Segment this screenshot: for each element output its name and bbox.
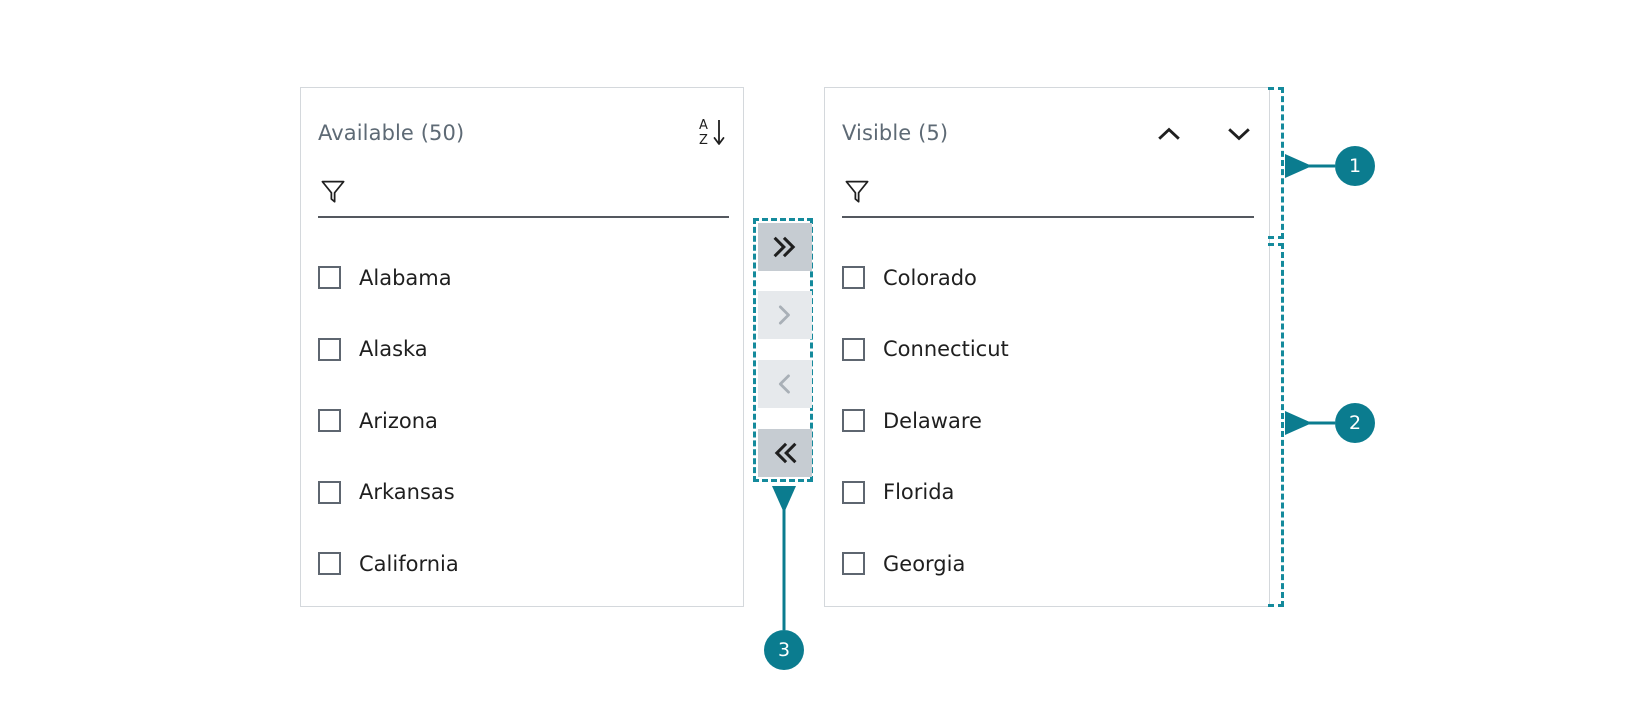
checkbox[interactable]: [842, 480, 865, 504]
list-item-label: Arkansas: [359, 480, 455, 505]
checkbox[interactable]: [318, 480, 341, 504]
list-item-label: Alabama: [359, 265, 452, 290]
list-item[interactable]: Georgia: [842, 528, 1259, 600]
list-item-label: Florida: [883, 480, 955, 505]
visible-filter-input[interactable]: [842, 174, 1254, 218]
move-all-left-button[interactable]: [758, 429, 812, 477]
list-item-label: Colorado: [883, 265, 977, 290]
checkbox[interactable]: [318, 409, 341, 433]
move-up-button[interactable]: [1149, 114, 1189, 154]
sort-az-icon: A Z: [697, 117, 729, 151]
list-item[interactable]: Florida: [842, 457, 1259, 529]
chevron-right-icon: [778, 305, 790, 325]
checkbox[interactable]: [318, 337, 341, 361]
transfer-buttons-group: [753, 218, 813, 482]
annotation-region-1: [1268, 87, 1284, 239]
checkbox[interactable]: [318, 552, 341, 576]
annotation-marker-1[interactable]: 1: [1335, 146, 1375, 186]
available-filter-row: [318, 174, 729, 222]
list-item-label: Connecticut: [883, 337, 1009, 362]
annotation-marker-3[interactable]: 3: [764, 630, 804, 670]
chevron-down-icon: [1228, 128, 1250, 141]
chevron-left-icon: [778, 374, 790, 394]
visible-panel: Visible (5): [824, 87, 1270, 607]
double-chevron-left-icon: [774, 442, 797, 464]
available-filter-input[interactable]: [318, 174, 729, 218]
list-item-label: Delaware: [883, 408, 982, 433]
list-item[interactable]: Arizona: [318, 385, 733, 457]
checkbox[interactable]: [842, 337, 865, 361]
list-item[interactable]: Connecticut: [842, 314, 1259, 386]
double-chevron-right-icon: [773, 236, 796, 258]
sort-arrow-down-icon: [713, 120, 725, 145]
visible-header-actions: [1149, 114, 1259, 154]
sort-az-button[interactable]: A Z: [693, 114, 733, 154]
available-panel-header: Available (50) A Z: [301, 88, 743, 180]
list-item-label: Georgia: [883, 551, 966, 576]
list-item[interactable]: Alaska: [318, 314, 733, 386]
visible-panel-header: Visible (5): [825, 88, 1269, 180]
checkbox[interactable]: [318, 266, 341, 290]
list-item[interactable]: Colorado: [842, 242, 1259, 314]
move-all-right-button[interactable]: [758, 223, 812, 271]
move-left-button[interactable]: [758, 360, 812, 408]
list-item[interactable]: California: [318, 528, 733, 600]
sort-letter-z: Z: [699, 133, 708, 148]
checkbox[interactable]: [842, 266, 865, 290]
list-item-label: Arizona: [359, 408, 438, 433]
move-right-button[interactable]: [758, 291, 812, 339]
available-panel-title: Available (50): [318, 121, 465, 145]
list-item[interactable]: Delaware: [842, 385, 1259, 457]
list-item-label: California: [359, 551, 459, 576]
checkbox[interactable]: [842, 409, 865, 433]
chevron-up-icon: [1158, 127, 1180, 140]
available-panel: Available (50) A Z: [300, 87, 744, 607]
move-down-button[interactable]: [1219, 114, 1259, 154]
checkbox[interactable]: [842, 552, 865, 576]
annotation-marker-2[interactable]: 2: [1335, 403, 1375, 443]
list-item[interactable]: Alabama: [318, 242, 733, 314]
visible-filter-row: [842, 174, 1254, 222]
list-item-label: Alaska: [359, 337, 428, 362]
annotation-region-2: [1268, 243, 1284, 607]
sort-letter-a: A: [699, 118, 708, 133]
list-item[interactable]: Arkansas: [318, 457, 733, 529]
visible-panel-title: Visible (5): [842, 121, 949, 145]
available-header-actions: A Z: [693, 114, 733, 154]
